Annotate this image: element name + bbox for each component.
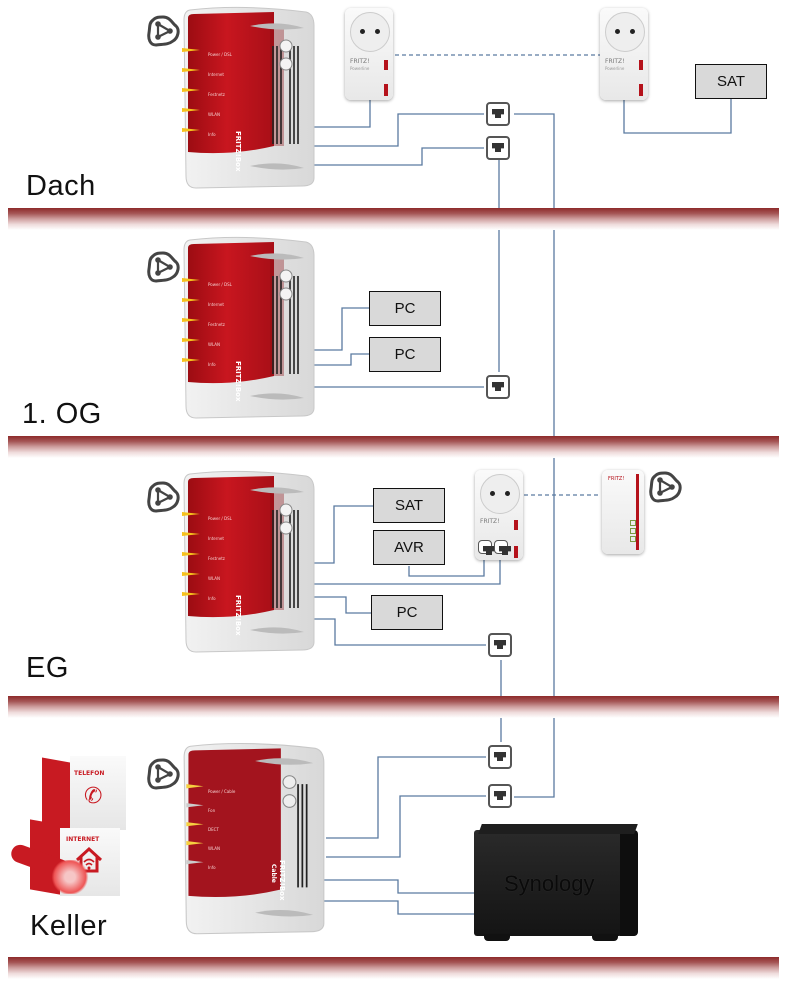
router-brand: FRITZ!Box (234, 595, 242, 636)
phone-icon: ✆ (84, 784, 103, 809)
powerline-sub: Powerline (350, 66, 370, 71)
floor-divider-eg (8, 696, 779, 718)
cable-eg-router-pc (314, 596, 371, 614)
floor-label-eg: EG (26, 652, 69, 684)
cube-label-internet: INTERNET (66, 836, 100, 843)
floor-divider-og (8, 436, 779, 458)
mesh-icon (147, 251, 180, 283)
fritzbox-router-eg: Power / DSL Internet Festnetz WLAN Info … (181, 470, 315, 653)
ethernet-jack-icon (486, 102, 510, 126)
cube-label-telefon: TELEFON (74, 770, 105, 777)
device-box-pc-og-1: PC (369, 291, 441, 326)
powerline-adapter-dach-remote: FRITZ! Powerline (600, 8, 648, 100)
fritzbox-cable-router-keller: Power / Cable Fon DECT WLAN Info FRITZ!B… (182, 742, 326, 938)
cable-keller-router-nas2 (322, 900, 474, 915)
device-box-sat-eg: SAT (373, 488, 445, 523)
powerline-adapter-eg-wlan: FRITZ! (602, 470, 644, 554)
ethernet-jack-icon (488, 784, 512, 808)
powerline-brand: FRITZ! (605, 58, 625, 65)
router-led-labels: Power / Cable Fon DECT WLAN Info (208, 789, 236, 870)
cable-eg-router-powerline (314, 558, 501, 585)
cable-keller-router-jack1 (326, 756, 486, 839)
router-led-labels: Power / DSL Internet Festnetz WLAN Info (208, 52, 232, 137)
router-brand: FRITZ!Box (278, 860, 286, 901)
cable-og-router-pc1 (312, 307, 369, 351)
nas-brand: Synology (504, 871, 595, 896)
powerline-adapter-dach: FRITZ! Powerline (345, 8, 393, 100)
floor-divider-dach (8, 208, 779, 230)
router-led-labels: Power / DSL Internet Festnetz WLAN Info (208, 282, 232, 367)
ethernet-jack-icon (486, 375, 510, 399)
lan-port (478, 540, 492, 554)
floor-label-dach: Dach (26, 170, 96, 202)
cable-dach-router-powerline (312, 98, 371, 128)
floor-divider-keller (8, 957, 779, 979)
device-box-sat-dach: SAT (695, 64, 767, 99)
router-led-labels: Power / DSL Internet Festnetz WLAN Info (208, 516, 232, 601)
device-box-pc-og-2: PC (369, 337, 441, 372)
mesh-icon (147, 15, 180, 47)
mesh-icon (147, 758, 180, 790)
provider-telefon-internet-icon: TELEFON ✆ INTERNET (8, 752, 140, 902)
router-brand: FRITZ!Box (234, 131, 242, 172)
ethernet-jack-icon (488, 745, 512, 769)
cable-dach-remote-powerline-sat (623, 98, 732, 134)
lan-port (494, 540, 508, 554)
powerline-brand: FRITZ! (350, 58, 370, 65)
synology-nas: Synology (474, 824, 640, 942)
socket (480, 474, 520, 514)
cable-eg-router-sat (314, 505, 373, 564)
cable-dach-router-jack2 (312, 147, 484, 166)
cable-keller-router-nas1 (322, 879, 474, 894)
device-box-pc-eg: PC (371, 595, 443, 630)
router-model: Cable (270, 864, 277, 883)
mesh-icon (147, 481, 180, 513)
powerline-brand: FRITZ! (480, 518, 500, 525)
cable-eg-avr-powerline (408, 558, 485, 577)
cable-dach-router-jack1 (312, 113, 484, 147)
socket (605, 12, 645, 52)
mesh-icon (649, 471, 682, 503)
cable-eg-router-jack (314, 618, 486, 646)
ethernet-jack-icon (486, 136, 510, 160)
powerline-adapter-eg: FRITZ! (475, 470, 523, 560)
cable-keller-router-jack2 (326, 795, 486, 858)
ethernet-jack-icon (488, 633, 512, 657)
powerline-sub: Powerline (605, 66, 625, 71)
fritzbox-router-dach: Power / DSL Internet Festnetz WLAN Info … (181, 6, 315, 189)
floor-label-og: 1. OG (22, 398, 102, 430)
router-brand: FRITZ!Box (234, 361, 242, 402)
device-box-avr-eg: AVR (373, 530, 445, 565)
cable-og-router-pc2 (312, 353, 369, 366)
floor-label-keller: Keller (30, 910, 108, 942)
powerline-brand: FRITZ! (608, 476, 625, 482)
fritzbox-router-og: Power / DSL Internet Festnetz WLAN Info … (181, 236, 315, 419)
socket (350, 12, 390, 52)
